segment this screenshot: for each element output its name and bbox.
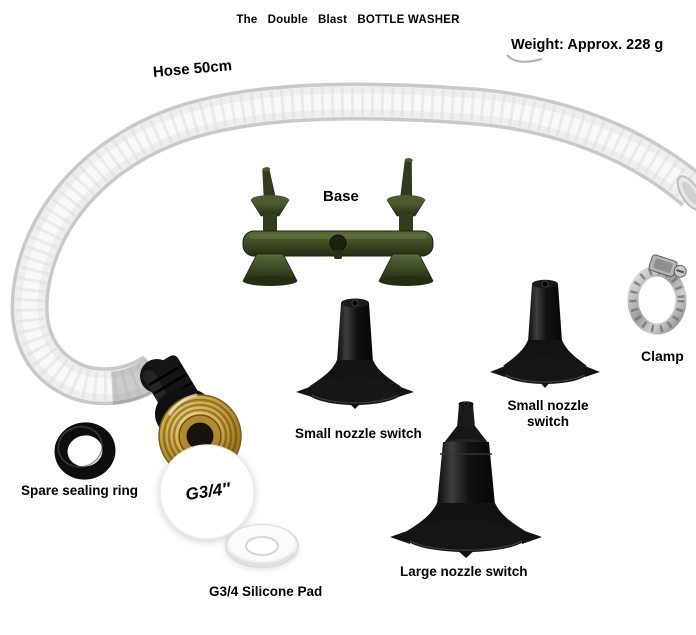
small-nozzle-right-label: Small nozzle switch: [507, 398, 589, 430]
sealing-ring-label: Spare sealing ring: [21, 483, 139, 498]
sealing-ring-graphic: [54, 422, 116, 480]
small-nozzle-left-graphic: [296, 298, 414, 409]
hose-connector-graphic: [140, 355, 242, 478]
hose-graphic: [10, 82, 696, 406]
large-nozzle-label: Large nozzle switch: [400, 564, 528, 579]
weight-note: Weight: Approx. 228 g: [511, 37, 664, 53]
large-nozzle-graphic: [390, 401, 542, 558]
clamp-graphic: [627, 254, 687, 335]
clamp-label: Clamp: [641, 348, 684, 364]
weight-underline-swoosh: [506, 54, 543, 63]
base-graphic: [242, 158, 434, 286]
small-nozzle-right-graphic: [490, 279, 600, 388]
page-title: The Double Blast BOTTLE WASHER: [236, 14, 460, 26]
thread-size-badge: [159, 444, 255, 540]
small-nozzle-left-label: Small nozzle switch: [295, 426, 422, 441]
base-label: Base: [323, 188, 359, 205]
silicone-pad-label: G3/4 Silicone Pad: [209, 584, 323, 599]
silicone-pad-graphic: [225, 524, 299, 568]
